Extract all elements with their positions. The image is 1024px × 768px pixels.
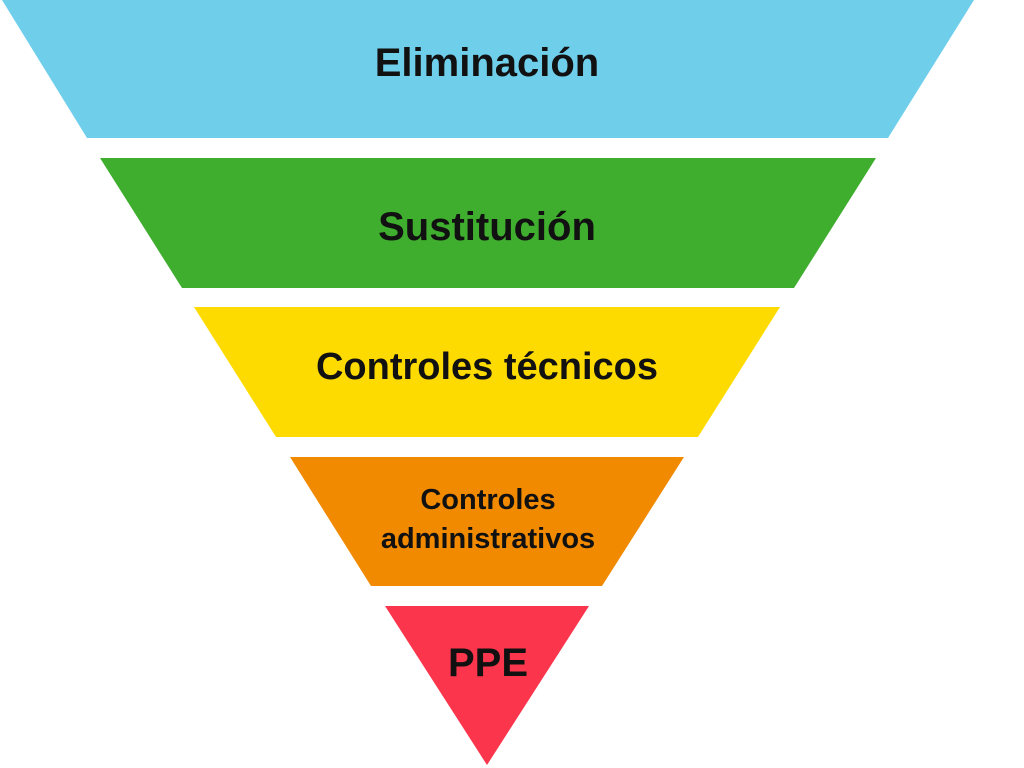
level-label-line2: administrativos: [381, 523, 595, 555]
level-band: [385, 606, 589, 765]
level-band: [2, 0, 974, 138]
level-label: Eliminación: [375, 41, 600, 85]
level-band: [100, 158, 876, 288]
level-band: [290, 457, 684, 586]
level-label: PPE: [448, 641, 528, 685]
level-administrative-controls: Controles administrativos: [290, 457, 684, 586]
level-elimination: Eliminación: [2, 0, 974, 138]
level-engineering-controls: Controles técnicos: [194, 307, 780, 437]
level-ppe: PPE: [385, 606, 589, 765]
level-label: Controles técnicos: [316, 346, 658, 388]
level-label: Sustitución: [378, 205, 596, 249]
level-substitution: Sustitución: [100, 158, 876, 288]
level-band: [194, 307, 780, 437]
level-label-line1: Controles: [420, 484, 555, 516]
